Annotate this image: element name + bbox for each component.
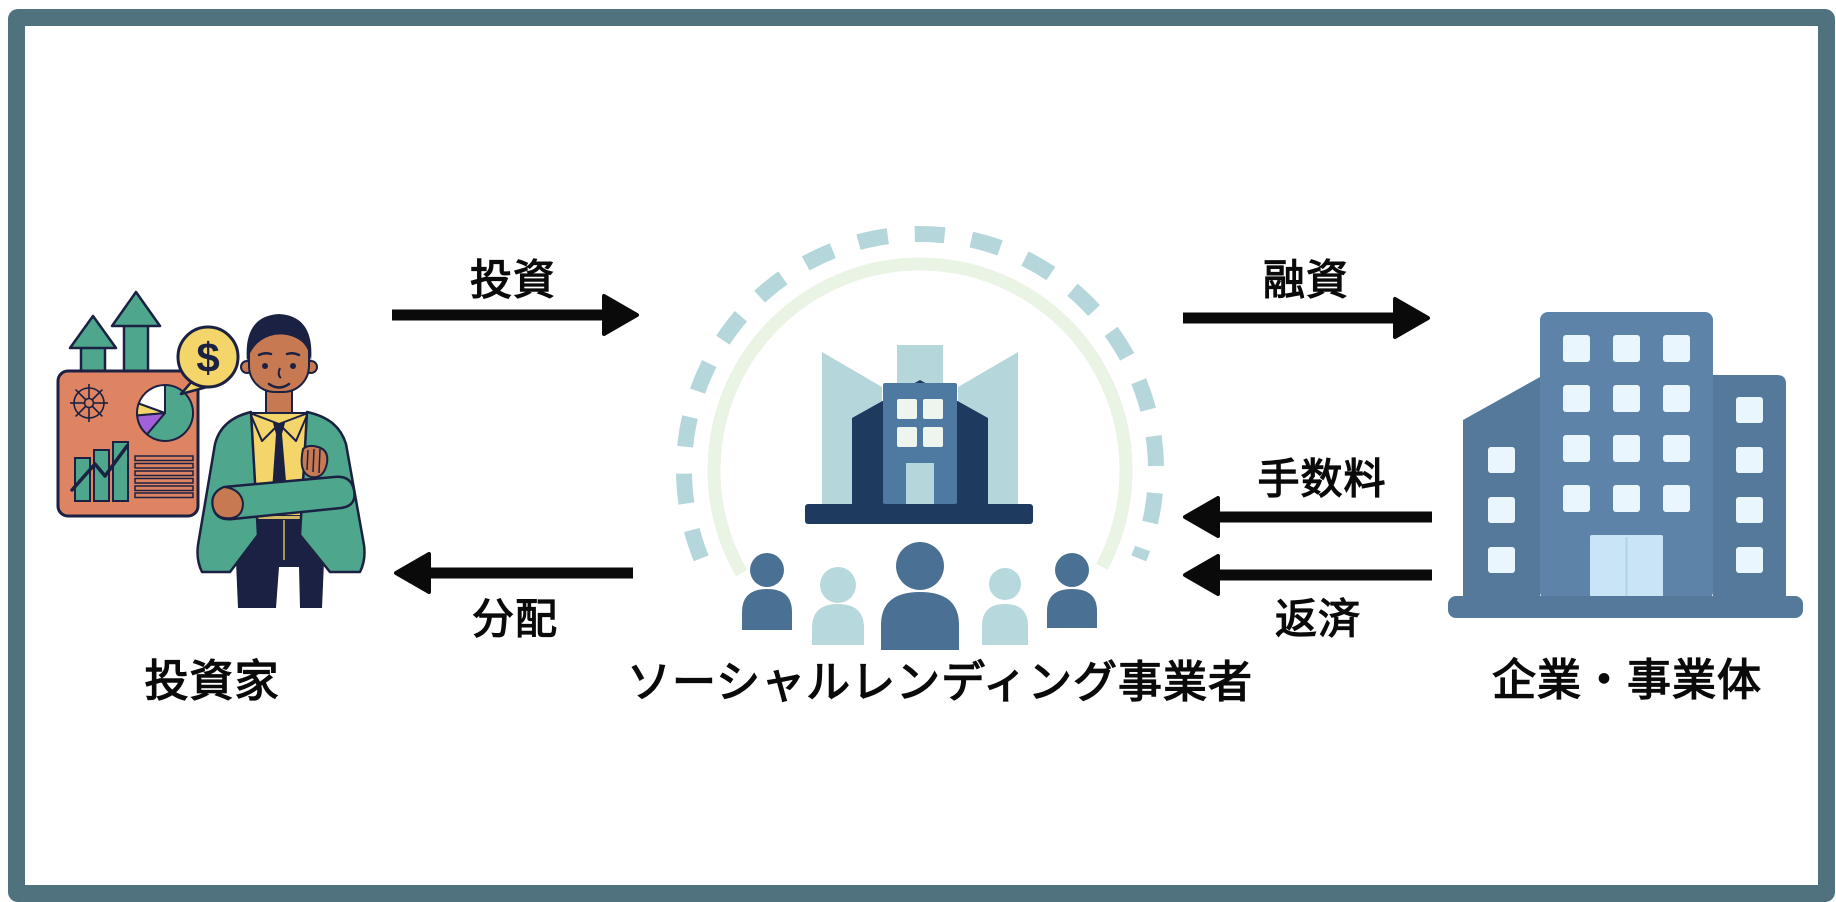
distribute-arrow	[394, 552, 633, 594]
loan-arrow	[1183, 297, 1430, 339]
hub-crowd-people-icon	[742, 542, 1097, 650]
growth-arrow-icon	[68, 290, 162, 376]
bar-chart-icon	[70, 441, 129, 502]
person-icon	[812, 567, 864, 645]
repay-arrow-label: 返済	[1274, 595, 1362, 643]
compass-icon	[70, 384, 108, 422]
hub-dashed-circle-icon	[676, 226, 1164, 562]
company-building-icon	[1448, 312, 1803, 618]
hub-green-arc	[707, 257, 1133, 577]
text-lines-icon	[134, 455, 194, 499]
repay-arrow	[1183, 554, 1432, 596]
hub-building-icon	[805, 345, 1033, 524]
invest-arrow	[392, 294, 639, 336]
chart-board-icon	[56, 369, 200, 518]
investor-person	[196, 314, 366, 608]
platform-label: ソーシャルレンディング事業者	[626, 658, 1254, 707]
dollar-sign: $	[196, 334, 219, 381]
platform-hub-illustration	[676, 226, 1164, 650]
invest-arrow-label: 投資	[469, 256, 557, 304]
fee-arrow-label: 手数料	[1257, 455, 1387, 503]
person-icon	[742, 553, 792, 630]
pie-chart-icon	[136, 383, 195, 442]
investor-label: 投資家	[144, 657, 280, 706]
person-icon	[1047, 553, 1097, 628]
person-icon	[982, 568, 1028, 645]
fee-arrow	[1183, 496, 1432, 538]
person-icon	[881, 542, 959, 650]
company-label: 企業・事業体	[1492, 656, 1762, 705]
dollar-bubble-icon: $	[176, 325, 240, 396]
investor-illustration: $	[56, 290, 366, 608]
distribute-arrow-label: 分配	[471, 595, 559, 643]
loan-arrow-label: 融資	[1262, 256, 1350, 304]
